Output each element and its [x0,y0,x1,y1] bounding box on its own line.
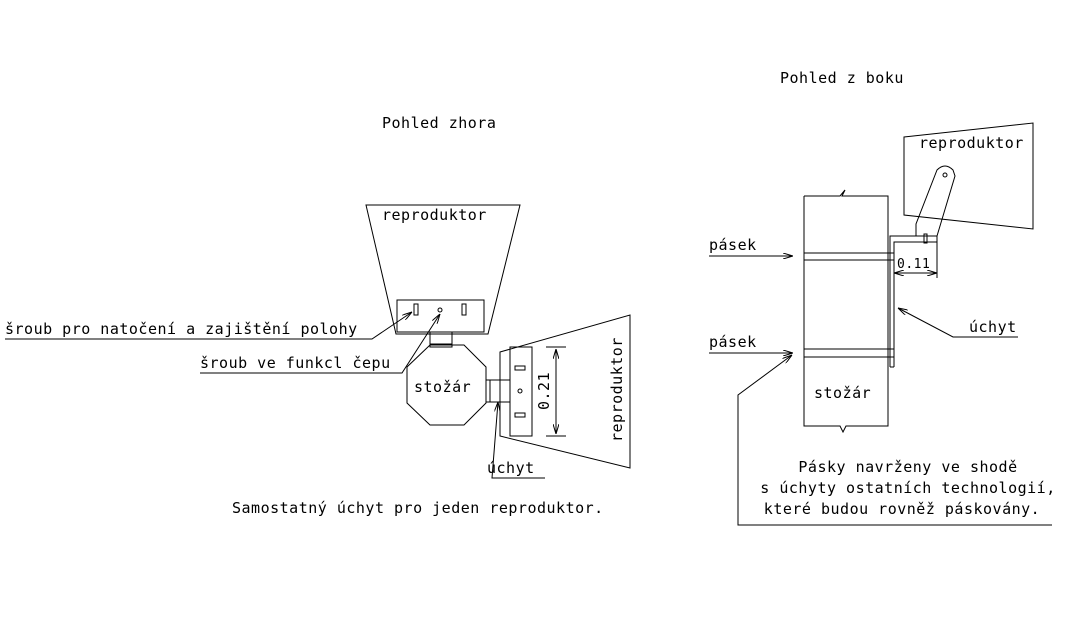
note-line: které budou rovněž páskovány. [764,500,1040,518]
speaker-side-label: reproduktor [919,134,1024,152]
top-view: Pohled zhora reproduktor stožár 0.21 rep… [5,114,631,517]
top-view-title: Pohled zhora [382,114,496,132]
screw-icon [461,303,467,316]
speaker-top-outline [365,204,521,335]
mast-label: stožár [414,378,471,396]
mast-side [803,189,889,434]
note-line: s úchyty ostatních technologií, [760,479,1055,497]
screw-icon [514,365,526,371]
pivot-screw-icon [517,388,523,394]
pivot-screw-icon [437,307,443,313]
dimension-side-label: 0.11 [897,257,930,272]
side-view-title: Pohled z boku [780,69,904,87]
screw-pivot-label: šroub ve funkcl čepu [200,354,391,372]
neck-top [429,331,453,348]
bracket-side [889,235,937,367]
speaker-top-label: reproduktor [382,206,487,224]
note-line: Pásky navrženy ve shodě [798,458,1017,476]
speaker-side-outline [903,122,1034,230]
screw-pivot-leader [200,314,440,374]
screw-rotation-leader [5,312,412,340]
top-view-caption: Samostatný úchyt pro jeden reproduktor. [232,499,604,517]
note-leader [737,355,1052,526]
dimension-label: 0.21 [535,372,553,410]
speaker-arm [915,165,956,237]
screw-icon [514,412,526,418]
mast-side-label: stožár [814,384,871,402]
side-view: Pohled z boku stožár reproduktor 0.11 pá… [709,69,1055,526]
bracket-side-label: úchyt [969,318,1017,336]
mount-plate-right [509,346,533,437]
bracket-label: úchyt [487,459,535,477]
speaker-right-label: reproduktor [608,337,626,442]
strap-label-1: pásek [709,236,757,254]
bracket-leader [491,402,545,479]
mount-plate-top [396,299,485,333]
screw-icon [413,303,419,316]
mast-octagon [406,344,487,426]
strap-label-2: pásek [709,333,757,351]
screw-rotation-label: šroub pro natočení a zajištění polohy [5,320,358,338]
bracket-side-leader [898,308,1018,338]
